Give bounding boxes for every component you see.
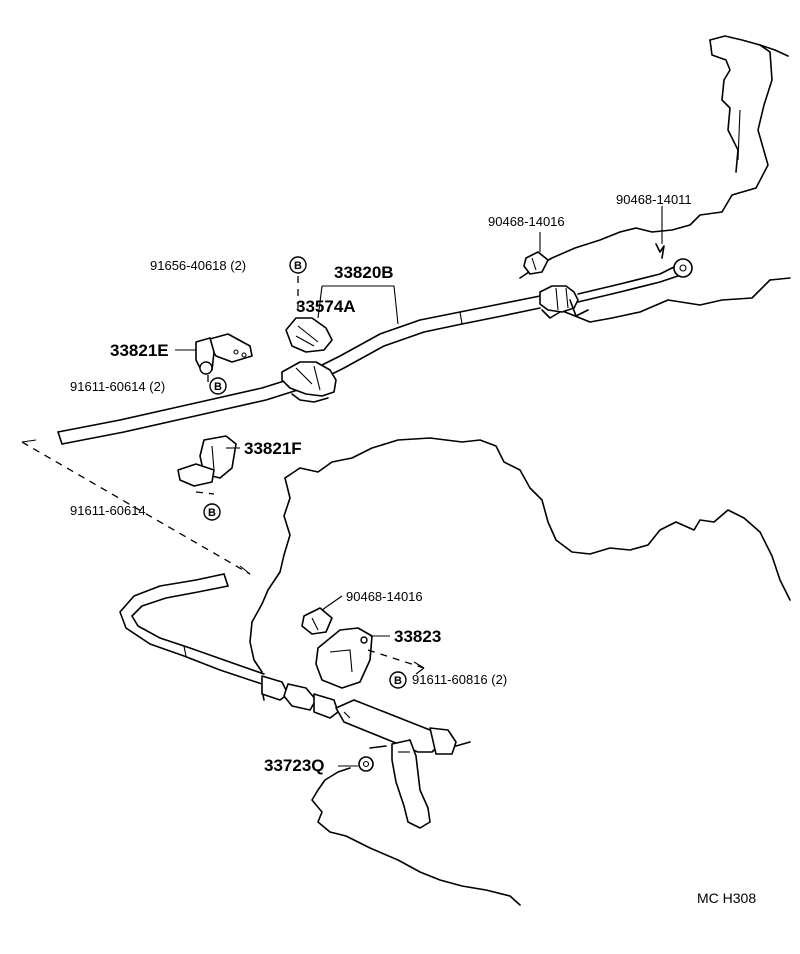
diagram-code: MC H308 <box>697 890 756 906</box>
grommet-33574a <box>285 317 333 353</box>
clip-90468-14011 <box>655 243 665 259</box>
nut-33723q <box>358 756 374 772</box>
svg-text:B: B <box>214 381 222 393</box>
bracket-33821f <box>177 435 237 495</box>
svg-text:B: B <box>208 507 216 519</box>
lower-shift-cable <box>119 573 457 829</box>
label-33821e: 33821E <box>110 341 169 360</box>
label-33574a: 33574A <box>296 297 356 316</box>
label-91656-40618: 91656-40618 (2) <box>150 258 246 273</box>
label-90468-14011: 90468-14011 <box>616 192 692 207</box>
leader-lines <box>175 206 663 767</box>
label-33723q: 33723Q <box>264 756 325 775</box>
upper-shift-cable <box>57 258 693 445</box>
clip-90468-14016-lower <box>301 607 333 635</box>
transaxle-outline <box>249 437 791 906</box>
svg-text:B: B <box>394 675 402 687</box>
label-91611-60614-pair: 91611-60614 (2) <box>70 379 165 394</box>
label-90468-14016-upper: 90468-14016 <box>488 214 565 229</box>
ref-marker-b-mid: B <box>203 503 221 521</box>
ref-marker-b-bottom: B <box>389 671 407 689</box>
bracket-33823 <box>315 627 373 689</box>
label-91611-60614: 91611-60614 <box>70 503 146 518</box>
label-33823: 33823 <box>394 627 441 646</box>
svg-text:B: B <box>294 260 302 272</box>
label-91611-60816: 91611-60816 (2) <box>412 672 507 687</box>
label-90468-14016-lower: 90468-14016 <box>346 589 423 604</box>
ref-marker-b-left: B <box>209 377 227 395</box>
label-33820b: 33820B <box>334 263 394 282</box>
label-33821f: 33821F <box>244 439 302 458</box>
cable-grommet-33820b <box>281 361 337 403</box>
ref-marker-b-top: B <box>289 256 307 274</box>
vehicle-body-outline <box>519 35 791 323</box>
bracket-33821e <box>195 333 253 375</box>
clip-90468-14016-upper <box>523 251 549 275</box>
relation-arrows <box>21 276 425 675</box>
